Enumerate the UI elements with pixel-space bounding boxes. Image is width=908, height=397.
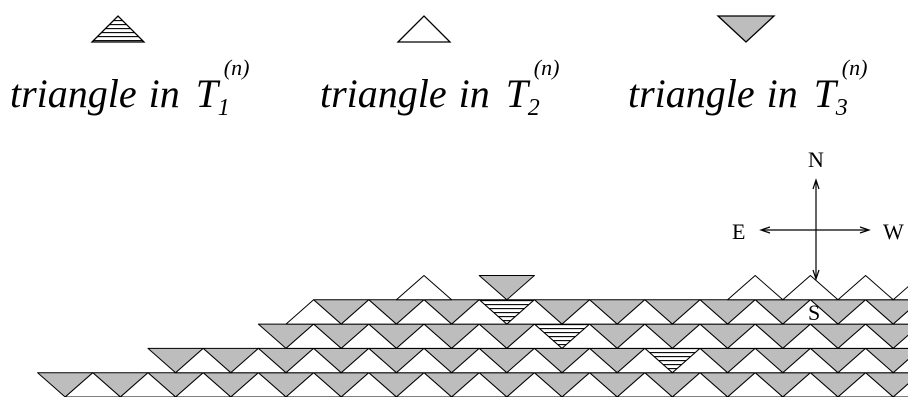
white-triangle bbox=[506, 323, 563, 349]
white-triangle bbox=[506, 347, 563, 374]
white-triangle bbox=[451, 323, 508, 349]
white-triangle bbox=[782, 347, 839, 374]
white-triangle bbox=[175, 347, 232, 374]
gray-triangle bbox=[478, 275, 535, 301]
white-triangle bbox=[175, 372, 232, 397]
white-triangle bbox=[285, 347, 342, 374]
white-triangle bbox=[561, 323, 618, 349]
white-triangle bbox=[892, 359, 908, 374]
white-triangle bbox=[506, 299, 563, 325]
white-triangle bbox=[892, 383, 908, 397]
legend-hatched-triangle-icon bbox=[90, 15, 146, 43]
compass-west-label: W bbox=[883, 219, 904, 244]
white-triangle bbox=[451, 299, 508, 325]
white-triangle bbox=[340, 372, 397, 397]
white-triangle bbox=[64, 372, 121, 397]
white-triangle bbox=[782, 299, 839, 325]
white-triangle bbox=[671, 347, 729, 374]
white-triangle bbox=[119, 372, 177, 397]
white-triangle bbox=[285, 372, 342, 397]
compass-north-label: N bbox=[808, 147, 824, 172]
white-triangle bbox=[340, 347, 397, 374]
white-triangle bbox=[892, 286, 908, 301]
legend-white-triangle-icon bbox=[396, 15, 452, 43]
white-triangle bbox=[395, 323, 453, 349]
white-triangle bbox=[782, 372, 839, 397]
white-triangle bbox=[782, 275, 839, 301]
white-triangle bbox=[561, 372, 618, 397]
white-triangle bbox=[230, 347, 287, 374]
white-triangle bbox=[395, 275, 453, 301]
white-triangle bbox=[892, 310, 908, 325]
white-triangle bbox=[837, 323, 894, 349]
compass-east-label: E bbox=[732, 219, 746, 244]
white-triangle bbox=[727, 299, 784, 325]
white-triangle bbox=[837, 347, 894, 374]
white-triangle bbox=[395, 347, 453, 374]
white-triangle bbox=[671, 299, 729, 325]
white-triangle bbox=[616, 347, 673, 374]
white-triangle bbox=[230, 372, 287, 397]
white-triangle bbox=[451, 347, 508, 374]
compass-arrows bbox=[759, 178, 871, 281]
white-triangle bbox=[616, 299, 673, 325]
white-triangle bbox=[340, 323, 397, 349]
white-triangle bbox=[671, 372, 729, 397]
white-triangle bbox=[616, 323, 673, 349]
legend-gray-triangle-icon bbox=[716, 15, 776, 43]
white-triangle bbox=[837, 372, 894, 397]
white-triangle bbox=[451, 372, 508, 397]
white-triangle bbox=[395, 299, 453, 325]
white-triangle bbox=[340, 299, 397, 325]
white-triangle bbox=[506, 372, 563, 397]
triangle-tiling bbox=[37, 275, 908, 397]
white-triangle bbox=[727, 372, 784, 397]
white-triangle bbox=[837, 299, 894, 325]
white-triangle bbox=[616, 372, 673, 397]
white-triangle bbox=[561, 299, 618, 325]
white-triangle bbox=[892, 334, 908, 349]
white-triangle bbox=[727, 275, 784, 301]
white-triangle bbox=[671, 323, 729, 349]
white-triangle bbox=[285, 323, 342, 349]
white-triangle bbox=[727, 347, 784, 374]
white-triangle bbox=[837, 275, 894, 301]
white-triangle bbox=[285, 299, 342, 325]
compass-south-label: S bbox=[808, 300, 821, 325]
white-triangle bbox=[727, 323, 784, 349]
white-triangle bbox=[395, 372, 453, 397]
white-triangle bbox=[561, 347, 618, 374]
white-triangle bbox=[782, 323, 839, 349]
